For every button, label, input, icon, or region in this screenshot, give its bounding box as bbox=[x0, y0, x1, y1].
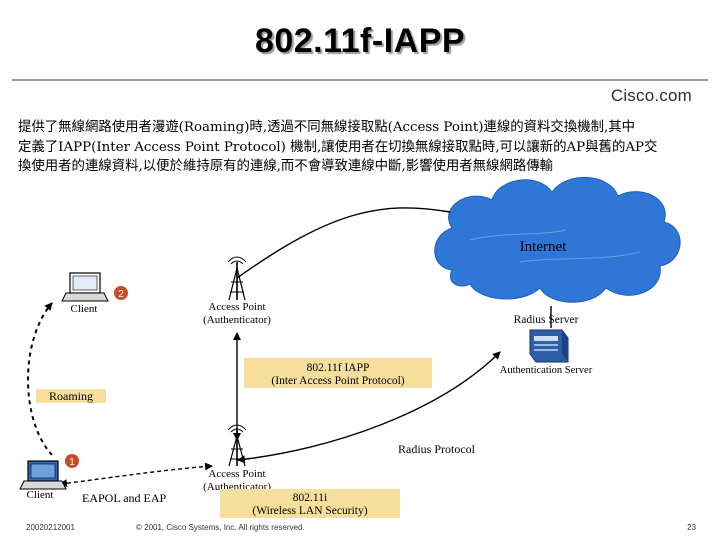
ap-top-name: Access Point bbox=[208, 301, 265, 313]
access-point-bottom-icon bbox=[227, 424, 247, 467]
eapol-arrow bbox=[59, 462, 213, 488]
step-1-badge bbox=[65, 454, 79, 468]
iapp-subtitle: (Inter Access Point Protocol) bbox=[271, 375, 404, 387]
internet-label: Internet bbox=[520, 239, 567, 255]
authentication-server-label: Authentication Server bbox=[500, 365, 593, 376]
roaming-arrow bbox=[27, 302, 53, 456]
ap-bottom-name: Access Point bbox=[208, 468, 265, 480]
description-text: 提供了無線網路使用者漫遊(Roaming)時,透過不同無線接取點(Access … bbox=[18, 120, 658, 174]
cisco-logo-text: Cisco.com bbox=[610, 86, 692, 105]
footer-date: 20020212001 bbox=[26, 523, 75, 532]
footer-copyright: © 2001, Cisco Systems, Inc. All rights r… bbox=[136, 523, 305, 532]
client-top-label: Client bbox=[71, 303, 98, 315]
page-number: 23 bbox=[687, 523, 696, 532]
client-top-laptop-icon bbox=[61, 272, 109, 302]
roaming-label: Roaming bbox=[49, 389, 93, 403]
roaming-label-box bbox=[36, 389, 106, 403]
slide-title: 802.11f-IAPP bbox=[254, 22, 466, 60]
iapp-title: 802.11f IAPP bbox=[307, 362, 370, 374]
wlan-security-label-box bbox=[220, 489, 400, 518]
step-2-number: 2 bbox=[118, 289, 124, 300]
ap-top-role: (Authenticator) bbox=[203, 314, 271, 326]
access-point-top-icon bbox=[227, 256, 247, 301]
authentication-server-icon bbox=[529, 329, 569, 363]
radius-protocol-arrow bbox=[237, 351, 501, 464]
wlan-security-title: 802.11i bbox=[293, 492, 327, 504]
step-2-badge bbox=[114, 286, 128, 300]
radius-server-label: Radius Server bbox=[514, 314, 579, 326]
radius-protocol-label: Radius Protocol bbox=[398, 442, 476, 456]
eapol-label: EAPOL and EAP bbox=[82, 491, 167, 505]
internet-cloud bbox=[434, 177, 681, 303]
client-bottom-label: Client bbox=[27, 489, 54, 501]
wlan-security-subtitle: (Wireless LAN Security) bbox=[252, 505, 367, 517]
step-1-number: 1 bbox=[69, 457, 75, 468]
ap-to-internet-link bbox=[236, 207, 451, 279]
iapp-label-box bbox=[244, 358, 432, 388]
client-bottom-laptop-icon bbox=[19, 460, 67, 490]
title-divider bbox=[12, 79, 708, 81]
